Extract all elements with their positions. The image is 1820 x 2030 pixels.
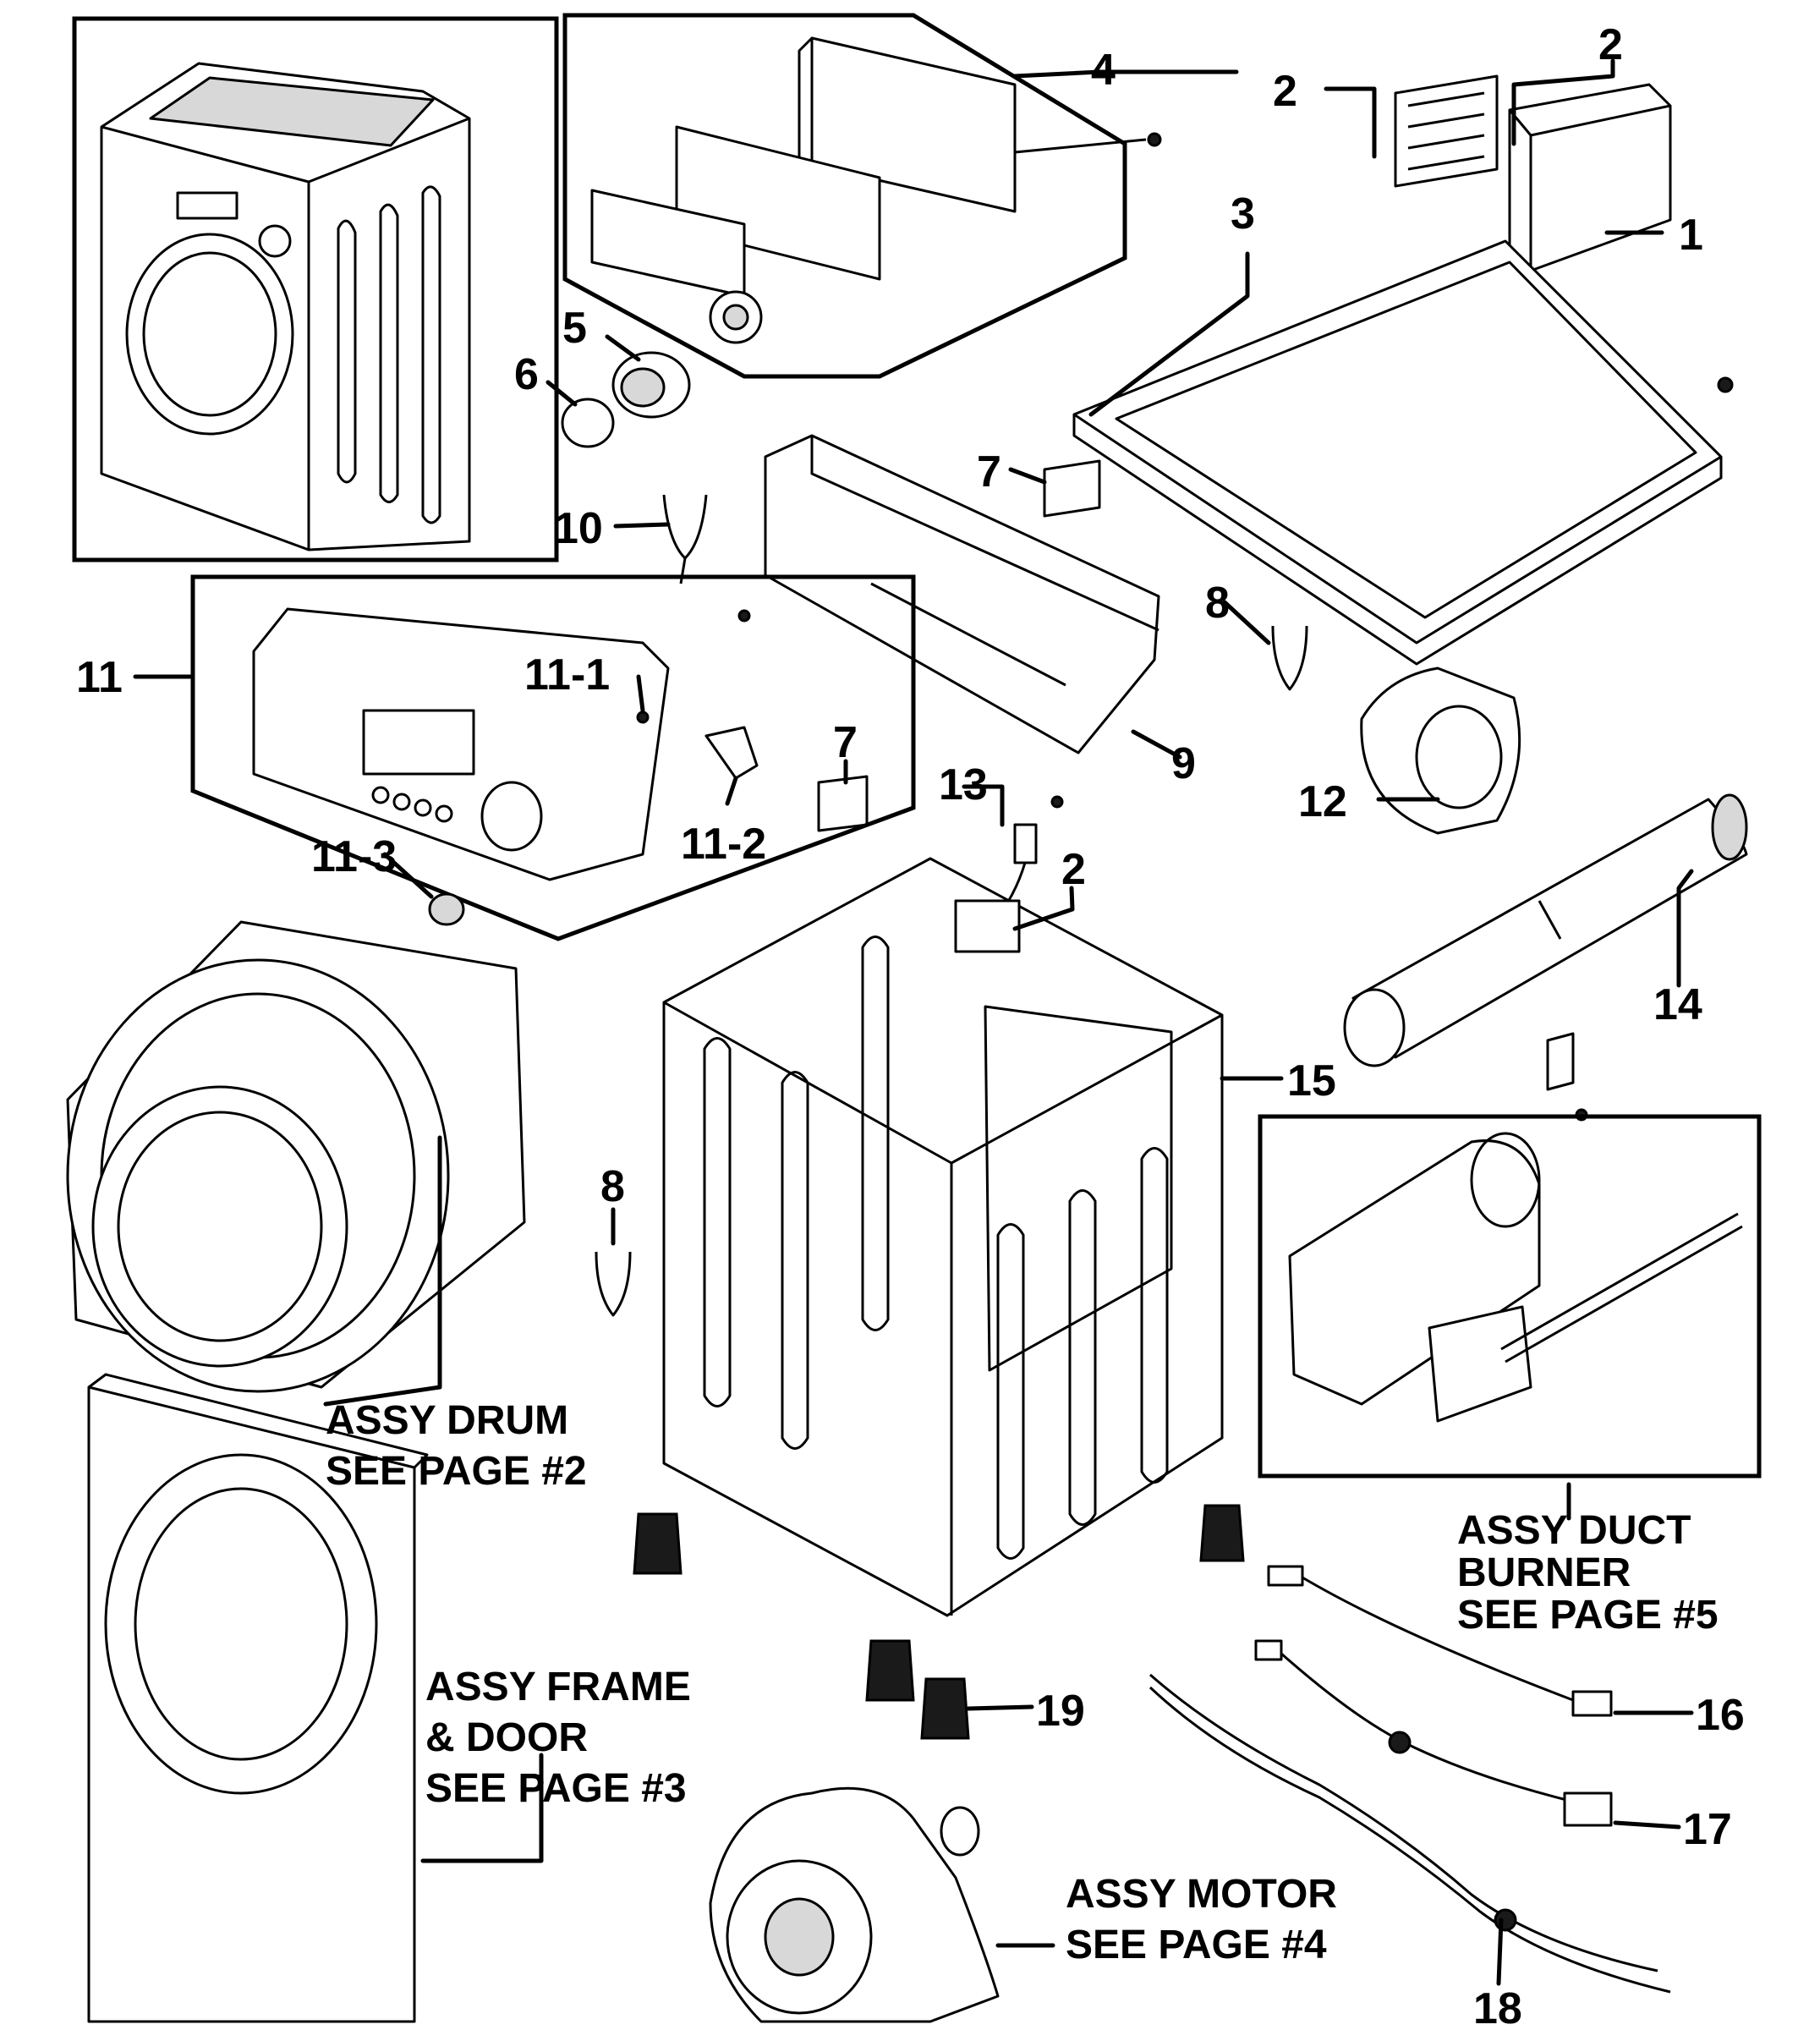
callout-2-cabinet: 2 — [1061, 845, 1086, 894]
cabinet-15 — [662, 857, 1224, 1617]
harness-16 — [1267, 1565, 1613, 1717]
assy-drum-line1: ASSY DRUM — [326, 1398, 568, 1443]
assy-duct-line2: BURNER — [1457, 1550, 1631, 1595]
callout-9: 9 — [1171, 739, 1196, 788]
leader-lines — [133, 58, 1694, 1986]
top-panel — [1072, 239, 1734, 666]
foot-19-d — [920, 1677, 970, 1740]
motor-assembly — [709, 1786, 1000, 2023]
callout-17: 17 — [1683, 1805, 1732, 1854]
callout-7-upper: 7 — [977, 447, 1001, 497]
assy-frame-line1: ASSY FRAME — [425, 1665, 691, 1709]
assy-motor-line2: SEE PAGE #4 — [1066, 1923, 1327, 1967]
callout-5: 5 — [562, 304, 587, 353]
callout-labels: 1 2 2 2 3 4 5 6 7 7 8 8 9 10 11 11-1 11-… — [76, 20, 1745, 2030]
dryer-overview — [72, 16, 559, 562]
callout-11: 11 — [76, 653, 123, 702]
bracket-7-upper — [1043, 459, 1101, 518]
callout-16: 16 — [1696, 1691, 1745, 1740]
pcb-assembly — [562, 13, 1162, 379]
knob-5 — [611, 351, 691, 419]
callout-4: 4 — [1091, 46, 1116, 95]
drum-assembly — [66, 920, 526, 1393]
foot-19-b — [1199, 1504, 1245, 1562]
harness-18 — [1148, 1673, 1671, 1994]
callout-13: 13 — [939, 760, 988, 809]
callout-3: 3 — [1231, 189, 1255, 239]
assy-frame-line2: & DOOR — [425, 1715, 588, 1760]
clamp-8-upper — [1271, 625, 1308, 691]
callout-11-2: 11-2 — [681, 820, 766, 869]
callout-2-left: 2 — [1273, 67, 1297, 116]
harness-13 — [992, 823, 1038, 923]
callout-11-1: 11-1 — [524, 650, 610, 700]
assy-frame-line3: SEE PAGE #3 — [425, 1766, 687, 1811]
callout-19: 19 — [1036, 1687, 1085, 1736]
callout-15: 15 — [1287, 1056, 1336, 1106]
filter-housing — [1394, 74, 1672, 272]
front-frame-door — [87, 1373, 429, 2023]
duct-cover-12 — [1360, 667, 1521, 835]
callout-2-right: 2 — [1598, 20, 1623, 69]
bracket-7-lower — [817, 775, 869, 832]
callout-8-upper: 8 — [1205, 579, 1230, 628]
callout-14: 14 — [1653, 980, 1702, 1029]
callout-7-lower: 7 — [833, 718, 858, 767]
callout-1: 1 — [1679, 211, 1703, 260]
assy-drum-line2: SEE PAGE #2 — [326, 1449, 587, 1494]
clamp-8-lower — [595, 1251, 632, 1317]
callout-8-lower: 8 — [600, 1162, 625, 1211]
exhaust-duct-14 — [1343, 793, 1748, 1122]
callout-11-3: 11-3 — [311, 832, 397, 881]
control-panel-assembly — [190, 574, 916, 941]
callout-10: 10 — [554, 504, 603, 553]
duct-burner-assembly — [1258, 1114, 1762, 1479]
callout-6: 6 — [514, 350, 539, 399]
callout-12: 12 — [1298, 777, 1347, 826]
knob-6 — [561, 398, 615, 448]
foot-19-c — [865, 1639, 915, 1702]
assy-duct-line3: SEE PAGE #5 — [1457, 1593, 1719, 1638]
assembly-references: ASSY DRUM SEE PAGE #2 ASSY FRAME & DOOR … — [326, 1398, 1719, 1967]
foot-19-a — [633, 1512, 682, 1575]
assy-duct-line1: ASSY DUCT — [1457, 1508, 1691, 1553]
callout-18: 18 — [1473, 1984, 1522, 2030]
harness-17 — [1254, 1639, 1613, 1827]
clamp-10 — [662, 494, 708, 584]
assy-motor-line1: ASSY MOTOR — [1066, 1872, 1337, 1917]
